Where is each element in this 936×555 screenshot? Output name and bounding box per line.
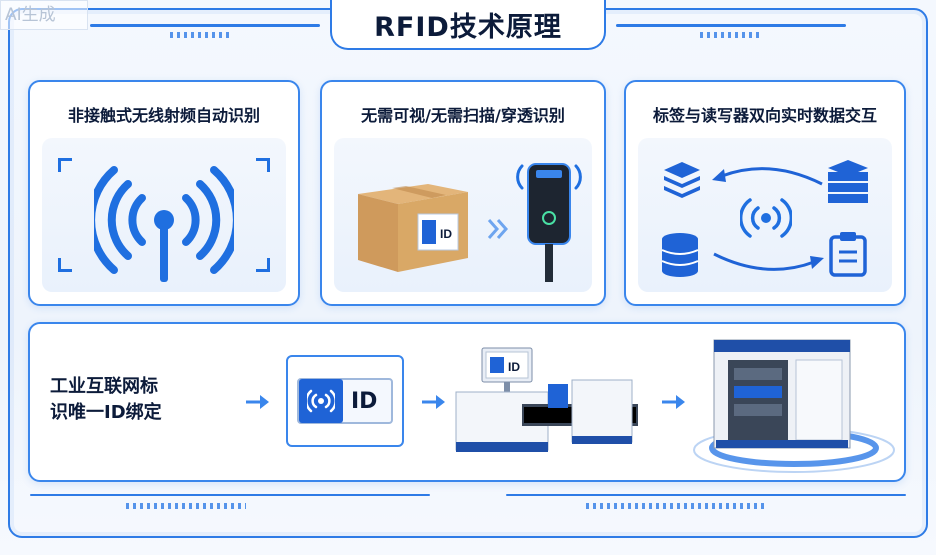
- arrow-right-icon: [662, 395, 685, 409]
- database-icon: [661, 233, 699, 277]
- rfid-reader-icon: [516, 163, 582, 282]
- panel-penetrate-title: 无需可视/无需扫描/穿透识别: [361, 106, 565, 125]
- title-left-line: [90, 24, 320, 27]
- panel-penetrate-canvas: ID: [334, 138, 592, 292]
- cardboard-box-icon: ID: [358, 184, 468, 272]
- page-title: RFID技术原理: [374, 11, 562, 43]
- box-tag-text: ID: [440, 227, 452, 241]
- arrow-right-icon: [246, 395, 269, 409]
- arrow-left-curved-icon: [712, 167, 823, 186]
- clipboard-icon: [829, 232, 867, 277]
- id-tag: ID: [297, 378, 393, 424]
- signal-icon: [307, 389, 335, 413]
- signal-center-icon: [740, 198, 792, 238]
- title-right-line: [616, 24, 846, 27]
- panel-interaction-title: 标签与读写器双向实时数据交互: [652, 106, 877, 125]
- arrow-right-curved-icon: [713, 252, 824, 271]
- panel-wireless: 非接触式无线射频自动识别: [28, 80, 300, 306]
- title-left-dashes: [170, 32, 230, 38]
- bottom-left-line: [30, 494, 430, 496]
- server-cabinet-icon: [693, 339, 895, 473]
- id-tag-card: ID: [286, 355, 404, 447]
- industrial-label-line2: 识唯一ID绑定: [50, 402, 162, 423]
- title-right-dashes: [700, 32, 760, 38]
- wireless-signal-icon: [94, 166, 234, 282]
- corner-bracket: [58, 258, 72, 272]
- panel-penetrate: 无需可视/无需扫描/穿透识别 ID: [320, 80, 606, 306]
- corner-bracket: [256, 158, 270, 172]
- corner-bracket: [58, 158, 72, 172]
- monitor-id-text: ID: [508, 360, 520, 374]
- arrow-right-icon: [422, 395, 445, 409]
- bottom-right-line: [506, 494, 906, 496]
- bottom-left-dashes: [126, 503, 246, 509]
- title-plate: RFID技术原理: [330, 0, 606, 50]
- panel-interaction: 标签与读写器双向实时数据交互: [624, 80, 906, 306]
- chevron-right-icon: [487, 219, 509, 239]
- panel-interaction-canvas: [638, 138, 892, 292]
- watermark: AI生成: [0, 0, 88, 30]
- stack-icon: [828, 160, 868, 203]
- panel-wireless-canvas: [42, 138, 286, 292]
- id-tag-icon-box: [299, 379, 343, 423]
- industrial-label-line1: 工业互联网标: [50, 376, 158, 397]
- industrial-label: 工业互联网标 识唯一ID绑定: [50, 374, 210, 426]
- layers-icon: [664, 162, 700, 198]
- corner-bracket: [256, 258, 270, 272]
- bottom-right-dashes: [586, 503, 766, 509]
- production-line-machine-icon: ID: [455, 347, 638, 452]
- panel-wireless-title: 非接触式无线射频自动识别: [67, 106, 260, 125]
- id-tag-text: ID: [351, 388, 378, 414]
